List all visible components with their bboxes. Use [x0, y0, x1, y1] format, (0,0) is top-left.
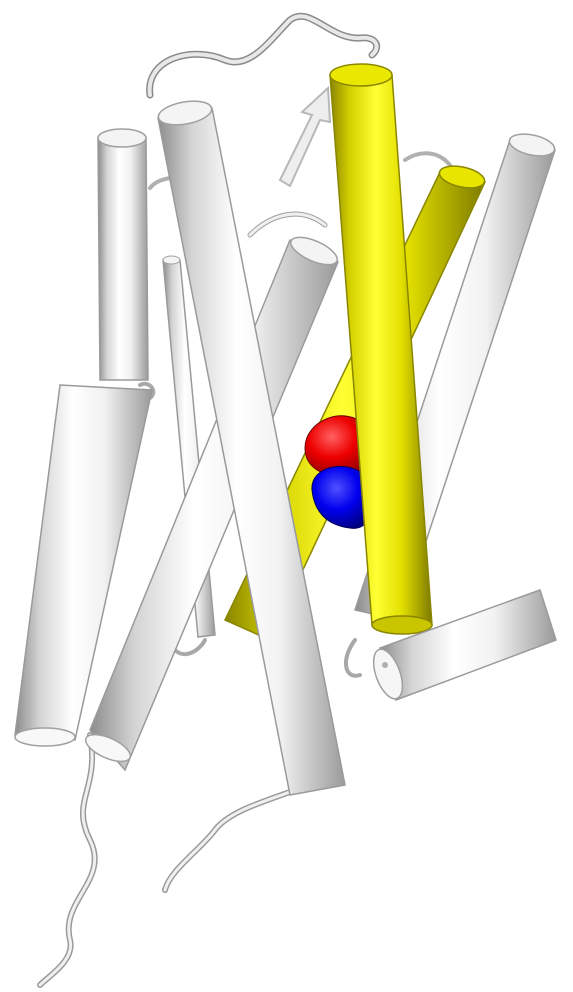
beta-strand-arrow [280, 88, 330, 186]
n-terminus-tail [40, 735, 95, 985]
helix-tm7 [330, 64, 432, 634]
c-terminus-tail [165, 790, 295, 890]
